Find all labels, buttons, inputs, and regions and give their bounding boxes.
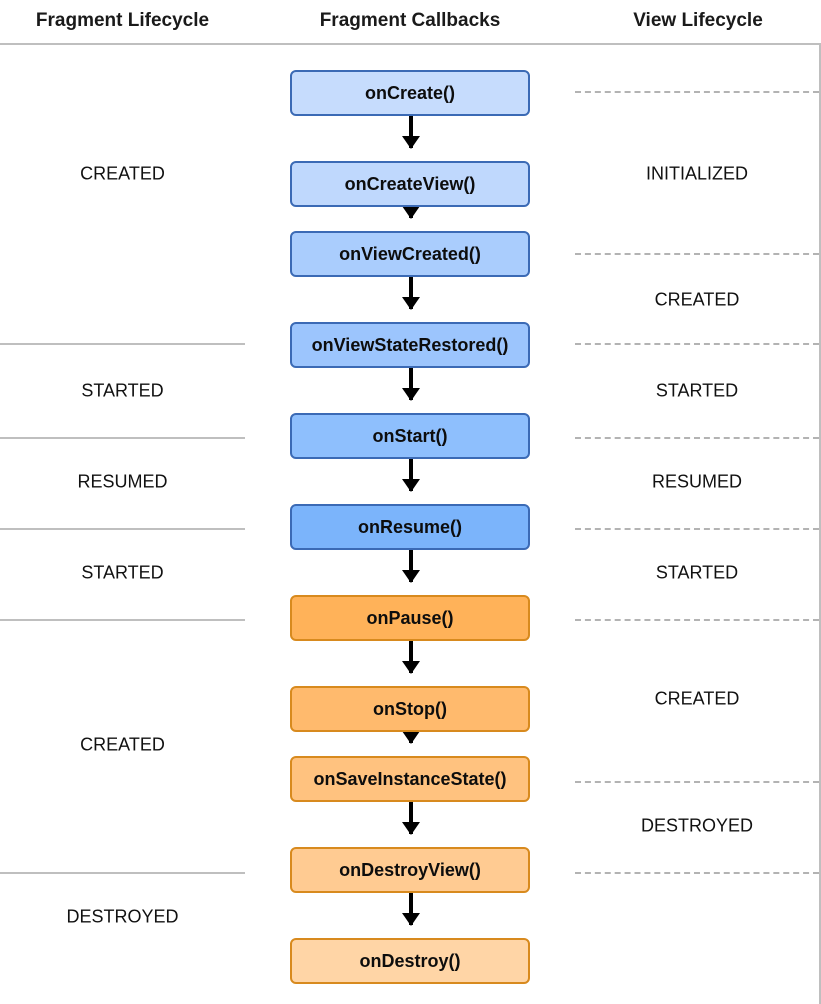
callback-box[interactable]: onSaveInstanceState() <box>290 756 530 802</box>
callback-box[interactable]: onDestroyView() <box>290 847 530 893</box>
flow-arrow <box>409 550 413 582</box>
flow-arrow <box>409 277 413 309</box>
view-lifecycle-column: INITIALIZED CREATED STARTED RESUMED STARTED C… <box>575 45 821 1004</box>
view-lifecycle-separator <box>575 619 819 621</box>
fragment-lifecycle-separator <box>0 343 245 345</box>
fragment-lifecycle-separator <box>0 619 245 621</box>
callback-box[interactable]: onStop() <box>290 686 530 732</box>
fragment-state-label: RESUMED <box>77 471 168 492</box>
fragment-lifecycle-column: CREATED STARTED RESUMED STARTED CREATED DESTR… <box>0 45 245 1004</box>
fragment-callbacks-column: onCreate() onCreateView() onViewCreated() o… <box>245 45 575 1004</box>
view-state-label: INITIALIZED <box>645 163 748 184</box>
flow-arrow <box>409 207 413 218</box>
header-view-lifecycle: View Lifecycle <box>633 10 763 31</box>
view-state-label: RESUMED <box>651 471 742 492</box>
fragment-lifecycle-separator <box>0 872 245 874</box>
callback-box[interactable]: onStart() <box>290 413 530 459</box>
view-state-label: CREATED <box>654 289 740 310</box>
view-lifecycle-separator <box>575 872 819 874</box>
fragment-state-label: CREATED <box>80 163 165 184</box>
callback-box[interactable]: onCreate() <box>290 70 530 116</box>
flow-arrow <box>409 368 413 400</box>
callback-box[interactable]: onViewStateRestored() <box>290 322 530 368</box>
view-state-label: STARTED <box>655 562 739 583</box>
fragment-lifecycle-separator <box>0 528 245 530</box>
view-lifecycle-separator <box>575 781 819 783</box>
view-lifecycle-separator <box>575 343 819 345</box>
fragment-state-label: CREATED <box>80 734 165 755</box>
flow-arrow <box>409 459 413 491</box>
view-state-label: CREATED <box>654 688 740 709</box>
view-lifecycle-separator <box>575 253 819 255</box>
view-lifecycle-separator <box>575 437 819 439</box>
flow-arrow <box>409 893 413 925</box>
view-state-label: STARTED <box>655 380 739 401</box>
diagram-header: Fragment Lifecycle Fragment Callbacks Vi… <box>0 0 821 45</box>
callback-box[interactable]: onCreateView() <box>290 161 530 207</box>
callback-box[interactable]: onResume() <box>290 504 530 550</box>
fragment-state-label: STARTED <box>81 562 164 583</box>
callback-box[interactable]: onDestroy() <box>290 938 530 984</box>
header-fragment-callbacks: Fragment Callbacks <box>319 10 501 31</box>
callback-box[interactable]: onViewCreated() <box>290 231 530 277</box>
callback-box[interactable]: onPause() <box>290 595 530 641</box>
flow-arrow <box>409 732 413 743</box>
fragment-state-label: STARTED <box>81 380 164 401</box>
flow-arrow <box>409 802 413 834</box>
header-fragment-lifecycle: Fragment Lifecycle <box>35 10 210 31</box>
flow-arrow <box>409 641 413 673</box>
flow-arrow <box>409 116 413 148</box>
view-lifecycle-separator <box>575 528 819 530</box>
fragment-state-label: DESTROYED <box>66 906 179 927</box>
view-lifecycle-separator <box>575 91 819 93</box>
fragment-lifecycle-separator <box>0 437 245 439</box>
view-state-label: DESTROYED <box>640 815 754 836</box>
